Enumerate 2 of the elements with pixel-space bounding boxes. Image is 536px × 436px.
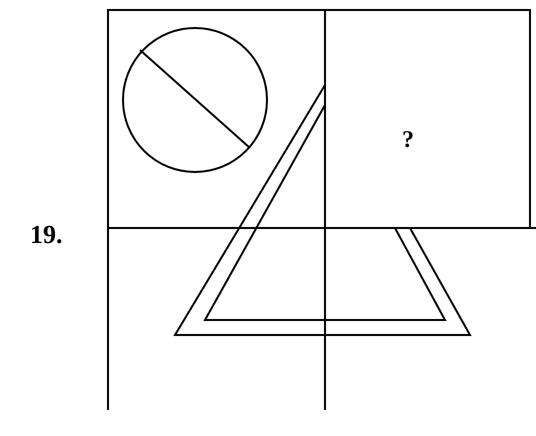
question-number: 19. — [30, 222, 62, 248]
question-mark: ? — [402, 128, 414, 152]
